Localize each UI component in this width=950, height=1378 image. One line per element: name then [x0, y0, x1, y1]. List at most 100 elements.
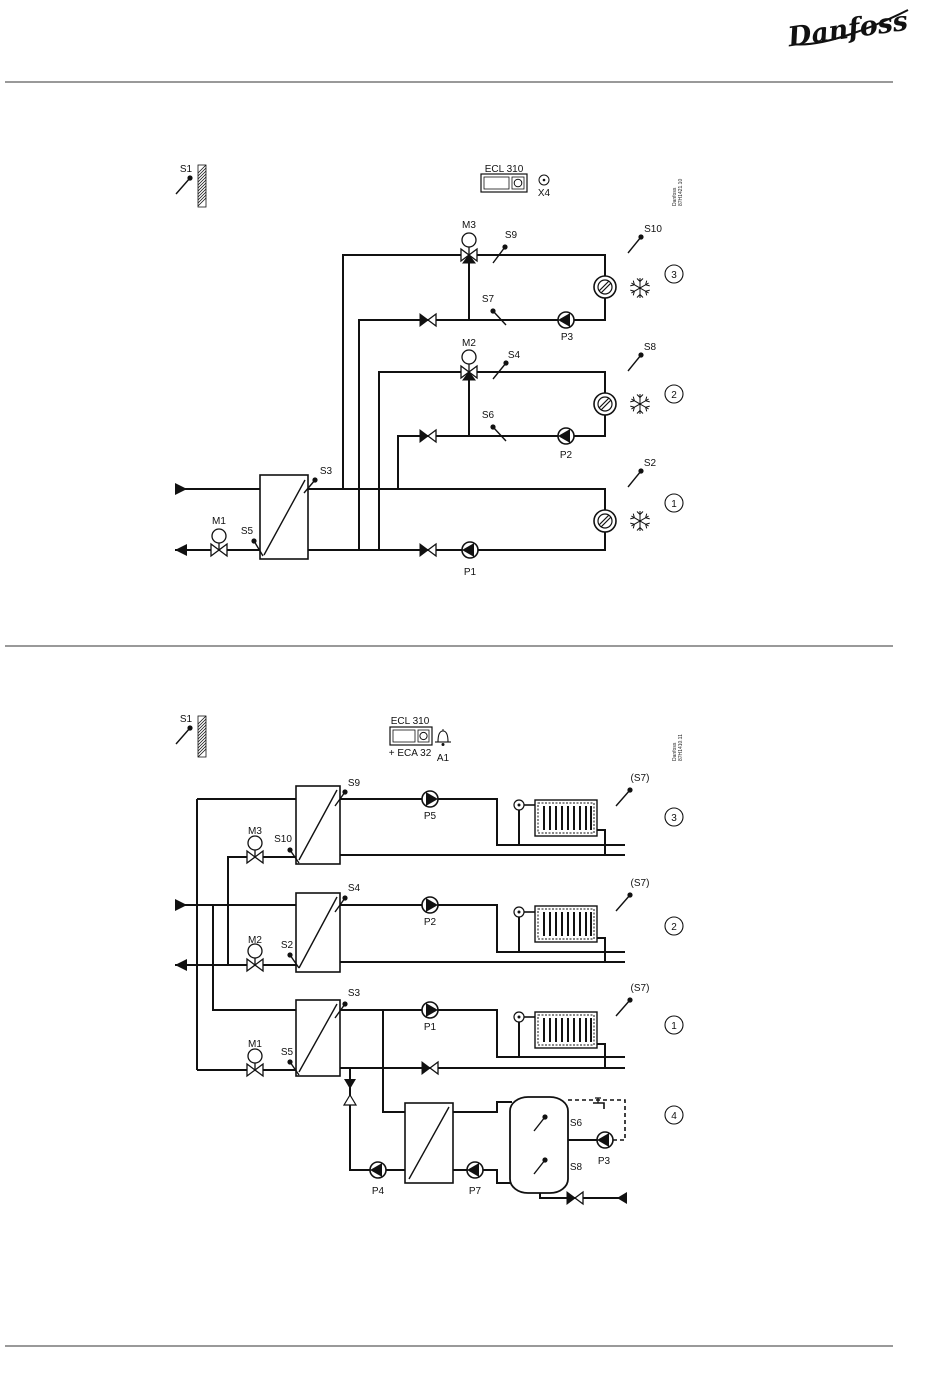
heat-exchanger-2	[296, 893, 340, 972]
room-sensor-s2: S2	[628, 458, 657, 487]
room-sensor-s8: S8	[628, 342, 657, 371]
return-arrow-icon	[175, 544, 187, 556]
pump-p1-icon	[462, 542, 478, 558]
label-s3: S3	[348, 988, 361, 999]
pump-p2-icon	[558, 428, 574, 444]
label-p7: P7	[469, 1186, 482, 1197]
label-s5: S5	[281, 1047, 294, 1058]
circuit-number-4: 4	[665, 1106, 683, 1124]
heat-exchanger-4	[405, 1103, 453, 1183]
controller-label: ECL 310	[391, 716, 430, 727]
circuit-number-2: 2	[665, 385, 683, 403]
supply-arrow-icon	[175, 483, 187, 495]
label-p5: P5	[424, 811, 437, 822]
label-s5: S5	[241, 526, 254, 537]
pump-p4-icon	[370, 1162, 386, 1178]
pump-p5-icon	[422, 791, 438, 807]
radiator-icon	[535, 906, 597, 942]
connector-x4-icon: X4	[538, 175, 551, 199]
circuit-number-label: 3	[671, 270, 677, 281]
circuit-number-1: 1	[665, 494, 683, 512]
snowflake-icon	[630, 511, 650, 531]
cooling-unit-icon	[594, 276, 616, 298]
label-s9: S9	[505, 230, 518, 241]
circuit-2-pipe	[379, 372, 605, 550]
room-sensor-s10: S10	[628, 224, 662, 253]
heat-exchanger	[260, 475, 308, 559]
diagram-2: S1 ECL 310 + ECA 32 A1 Danfoss 87H1410.1…	[175, 714, 684, 1204]
wall-hatch	[198, 165, 206, 207]
label-m3: M3	[248, 826, 262, 837]
radiator-icon	[535, 800, 597, 836]
room-sensor-s7-optional: (S7)	[616, 878, 649, 911]
module-label: + ECA 32	[389, 748, 432, 759]
label-s2: S2	[281, 940, 294, 951]
label-s7: (S7)	[631, 983, 650, 994]
label-m1: M1	[212, 516, 226, 527]
outdoor-sensor-s1: S1	[176, 164, 206, 207]
hot-water-tank	[510, 1097, 568, 1193]
label-s7: (S7)	[631, 878, 650, 889]
circuit-number-label: 1	[671, 1021, 677, 1032]
label-m3: M3	[462, 220, 476, 231]
controller-label: ECL 310	[485, 164, 524, 175]
check-valve-icon	[420, 430, 436, 442]
radiator-icon	[535, 1012, 597, 1048]
motor-valve-m1-icon	[247, 1049, 263, 1076]
supply-arrow-icon	[175, 899, 187, 911]
label-s6: S6	[570, 1118, 583, 1129]
radiator-valve-icon	[514, 800, 535, 810]
three-way-valve-m3-icon	[461, 233, 477, 263]
label-s1: S1	[180, 714, 193, 725]
drawing-reference: Danfoss 87H1421.10	[672, 179, 684, 206]
label-s10: S10	[644, 224, 662, 235]
snowflake-icon	[630, 278, 650, 298]
label-s8: S8	[570, 1162, 583, 1173]
label-s7: S7	[482, 294, 495, 305]
pump-p2-icon	[422, 897, 438, 913]
heat-exchanger-1	[296, 1000, 340, 1076]
flow-arrow-down-icon	[344, 1079, 356, 1089]
cooling-unit-icon	[594, 393, 616, 415]
label-m2: M2	[462, 338, 476, 349]
motor-valve-m2-icon	[247, 944, 263, 971]
pump-p3-icon	[558, 312, 574, 328]
controller-ecl310: ECL 310 + ECA 32	[389, 716, 432, 759]
label-p1: P1	[464, 567, 477, 578]
return-arrow-icon	[175, 959, 187, 971]
sensor-s4: S4	[493, 350, 521, 379]
circuit-number-label: 3	[671, 813, 677, 824]
circuit-number-label: 2	[671, 922, 677, 933]
circuit-number-label: 1	[671, 499, 677, 510]
check-valve-icon	[422, 1062, 438, 1074]
label-s2: S2	[644, 458, 657, 469]
logo-text: Danfoss	[785, 6, 910, 54]
radiator-valve-icon	[514, 1012, 535, 1022]
diagram-1: S1 ECL 310 X4 Danfoss 87H1421.10	[175, 164, 684, 578]
label-s4: S4	[508, 350, 521, 361]
label-m2: M2	[248, 935, 262, 946]
radiator-valve-icon	[514, 907, 535, 917]
label-p3: P3	[561, 332, 574, 343]
label-s3: S3	[320, 466, 333, 477]
label-s4: S4	[348, 883, 361, 894]
sensor-s9: S9	[493, 230, 518, 263]
danfoss-logo: Danfoss	[785, 6, 910, 54]
wall-hatch	[198, 716, 206, 757]
circuit-number-label: 4	[671, 1111, 677, 1122]
controller-ecl310: ECL 310	[481, 164, 527, 192]
drawing-ref-number: 87H1421.10	[678, 179, 684, 206]
label-s7: (S7)	[631, 773, 650, 784]
circuit-3-pipe	[343, 255, 605, 550]
label-p2: P2	[560, 450, 573, 461]
label-s8: S8	[644, 342, 657, 353]
label-s1: S1	[180, 164, 193, 175]
check-valve-icon	[420, 544, 436, 556]
label-p1: P1	[424, 1022, 437, 1033]
flow-arrow-up-icon	[344, 1095, 356, 1105]
dhw-primary-pipe	[350, 1010, 405, 1170]
circuit-number-1: 1	[665, 1016, 683, 1034]
circuit-number-label: 2	[671, 390, 677, 401]
pump-p1-icon	[422, 1002, 438, 1018]
